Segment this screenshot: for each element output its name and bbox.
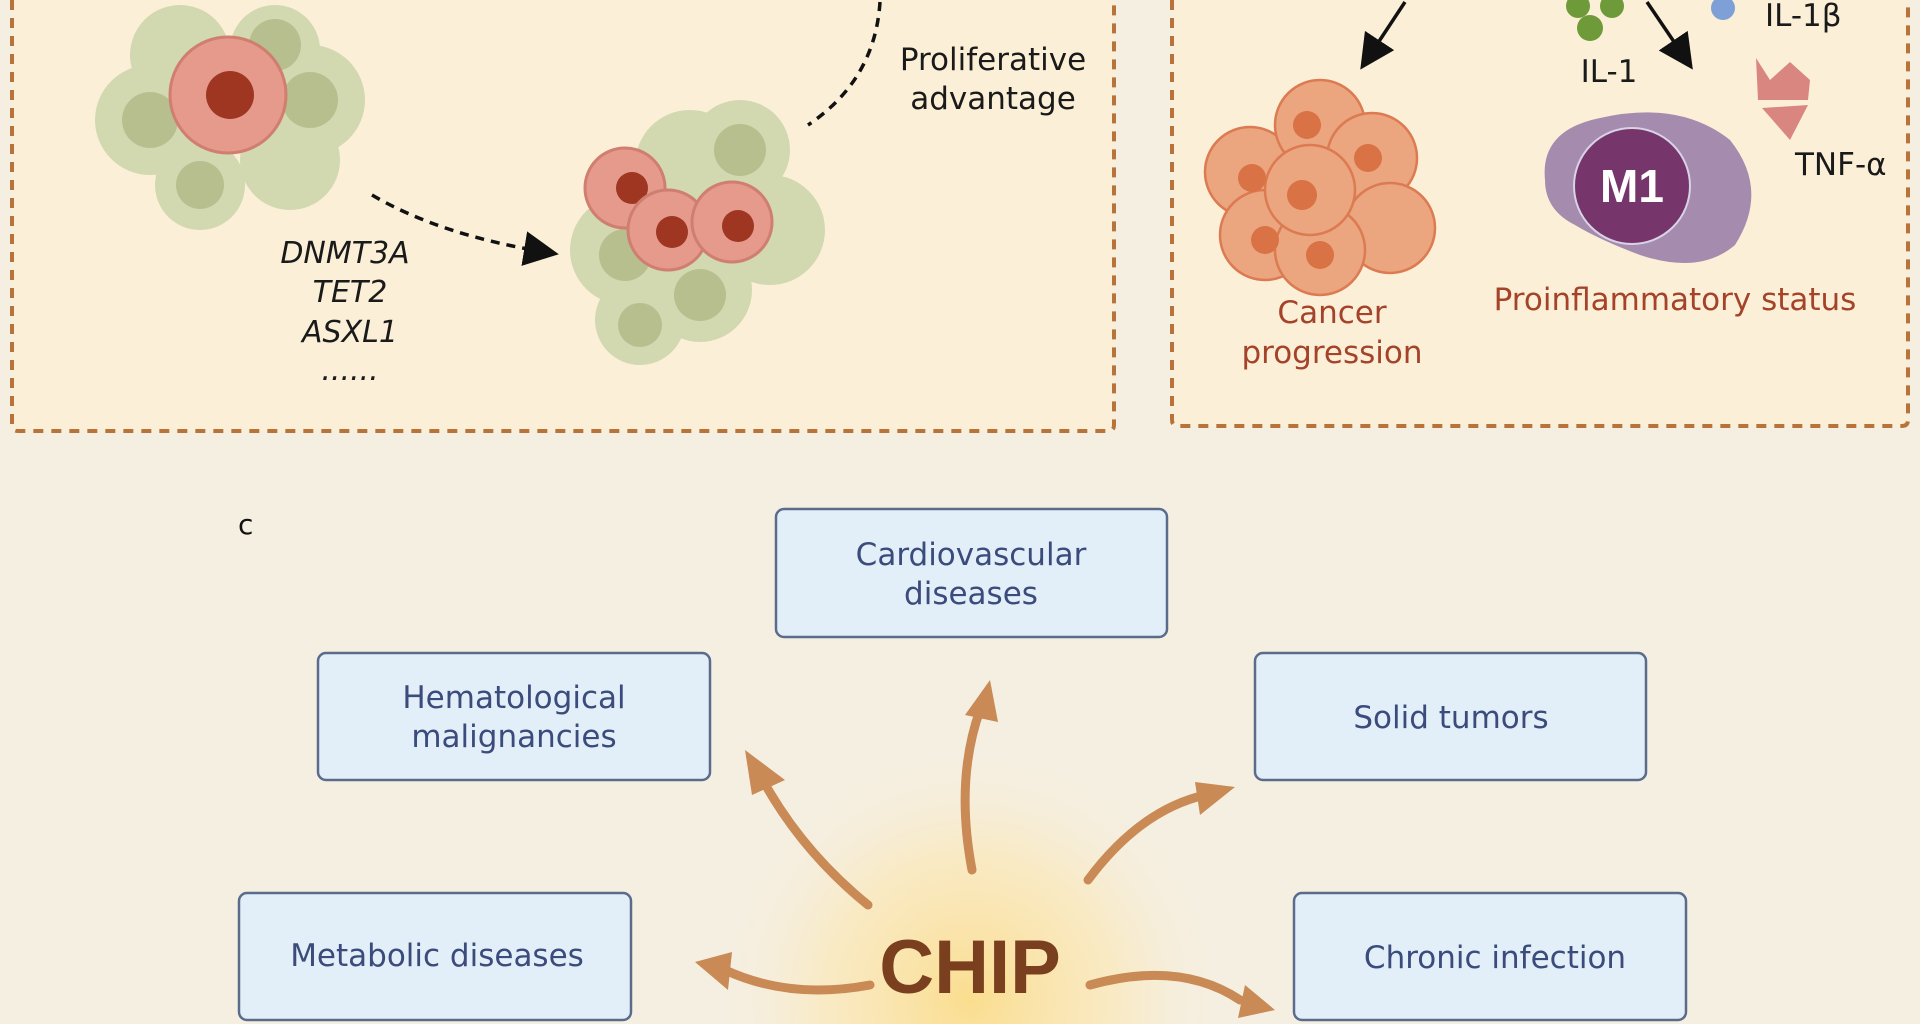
gene-ellipsis: ...... [321, 353, 378, 388]
il1-icon [1566, 0, 1624, 41]
metabolic-label: Metabolic diseases [290, 938, 584, 974]
disease-box-hematological: Hematological malignancies [316, 651, 712, 782]
expanded-clone-cluster [570, 100, 825, 365]
m1-label: M1 [1600, 160, 1664, 212]
dashed-arrow [371, 193, 559, 266]
gene-dnmt3a: DNMT3A [280, 236, 409, 271]
cardiovascular-line2: diseases [904, 576, 1038, 612]
disease-box-cardiovascular: Cardiovascular diseases [774, 507, 1169, 639]
m1-macrophage-icon: M1 [1544, 112, 1752, 264]
disease-box-solid-tumors: Solid tumors [1253, 651, 1648, 782]
il1-label: IL-1 [1581, 54, 1638, 90]
il1b-label: IL-1β [1765, 0, 1842, 34]
normal-cell-cluster [95, 5, 365, 230]
gene-tet2: TET2 [313, 275, 388, 310]
arrow-label-line2: advantage [910, 81, 1076, 117]
chip-label: CHIP [879, 925, 1061, 1010]
cancer-cell-cluster-icon [1203, 78, 1437, 297]
arrow-label-line1: Proliferative [900, 42, 1086, 78]
tnf-alpha-label: TNF-α [1794, 147, 1887, 183]
chip-arrows [695, 680, 1275, 1018]
consequences-panel: IL-1β IL-1 TNF-α M1 Cancer progression P… [1170, 0, 1910, 428]
gene-asxl1: ASXL1 [300, 315, 398, 350]
tnf-alpha-icon [1756, 58, 1810, 140]
solid-tumors-label: Solid tumors [1353, 700, 1548, 736]
cancer-progression-line1: Cancer [1277, 295, 1386, 331]
chronic-infection-label: Chronic infection [1364, 940, 1626, 976]
panel-label-c: c [238, 508, 253, 541]
cardiovascular-line1: Cardiovascular [856, 537, 1087, 573]
arrow-to-m1 [1645, 1, 1693, 70]
chip-diseases-panel: c CHIP Cardiovascular diseases Hematolog… [237, 507, 1688, 1024]
proinflammatory-status-label: Proinflammatory status [1494, 282, 1857, 318]
disease-box-chronic-infection: Chronic infection [1292, 891, 1688, 1022]
hematological-line1: Hematological [402, 680, 625, 716]
clonal-expansion-panel: Proliferative advantage DNMT3A TET2 ASXL… [10, 0, 1116, 433]
cancer-progression-line2: progression [1241, 335, 1422, 371]
arrow-to-cancer [1360, 1, 1407, 70]
hematological-line2: malignancies [411, 719, 616, 755]
dashed-arrow-up [807, 1, 882, 127]
chip-glow [699, 752, 1240, 1024]
disease-box-metabolic: Metabolic diseases [237, 891, 633, 1022]
il1b-icon [1711, 0, 1735, 20]
